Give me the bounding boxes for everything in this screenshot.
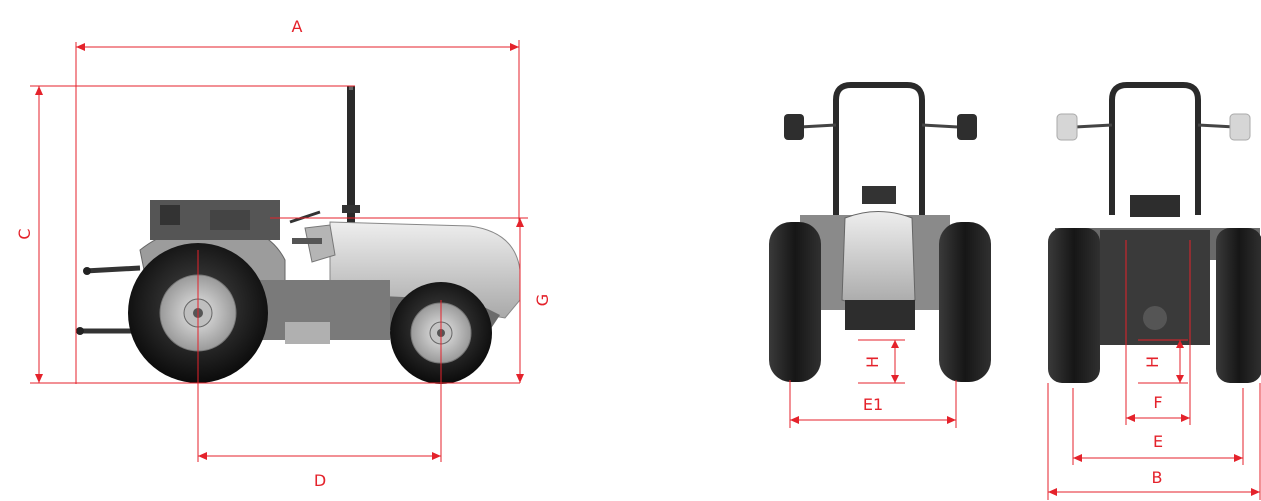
rear-view-tires	[1048, 228, 1261, 383]
operator-area	[289, 210, 336, 263]
dimension-E: E	[1072, 388, 1244, 465]
label-E: E	[1153, 432, 1163, 451]
dimension-C: C	[15, 85, 520, 384]
rollbar	[342, 86, 360, 286]
dimension-H-front: H	[858, 339, 905, 384]
label-F: F	[1153, 393, 1162, 412]
label-D: D	[314, 471, 326, 490]
dimension-H-rear: H	[1138, 339, 1188, 384]
label-B: B	[1152, 468, 1163, 487]
front-mirrors	[784, 114, 977, 140]
label-C: C	[15, 228, 34, 239]
label-H-rear: H	[1143, 356, 1162, 368]
rear-hitch-area	[76, 200, 280, 335]
label-E1: E1	[863, 395, 883, 414]
dimension-E1: E1	[789, 380, 957, 428]
front-rollbar	[833, 82, 925, 215]
front-view: H E1	[769, 82, 991, 428]
side-view: A C G D	[15, 17, 552, 490]
dimension-G: G	[270, 217, 552, 383]
rear-view: H F E B	[1047, 82, 1261, 500]
dimension-F: F	[1125, 240, 1191, 425]
rear-rollbar	[1109, 82, 1201, 215]
label-H-front: H	[863, 356, 882, 368]
dimension-A: A	[75, 17, 520, 384]
label-A: A	[292, 17, 303, 36]
dimension-D: D	[197, 250, 442, 490]
label-G: G	[533, 294, 552, 306]
rear-mirrors	[1056, 113, 1251, 141]
front-view-tires	[769, 222, 991, 382]
dimension-B: B	[1047, 383, 1261, 500]
